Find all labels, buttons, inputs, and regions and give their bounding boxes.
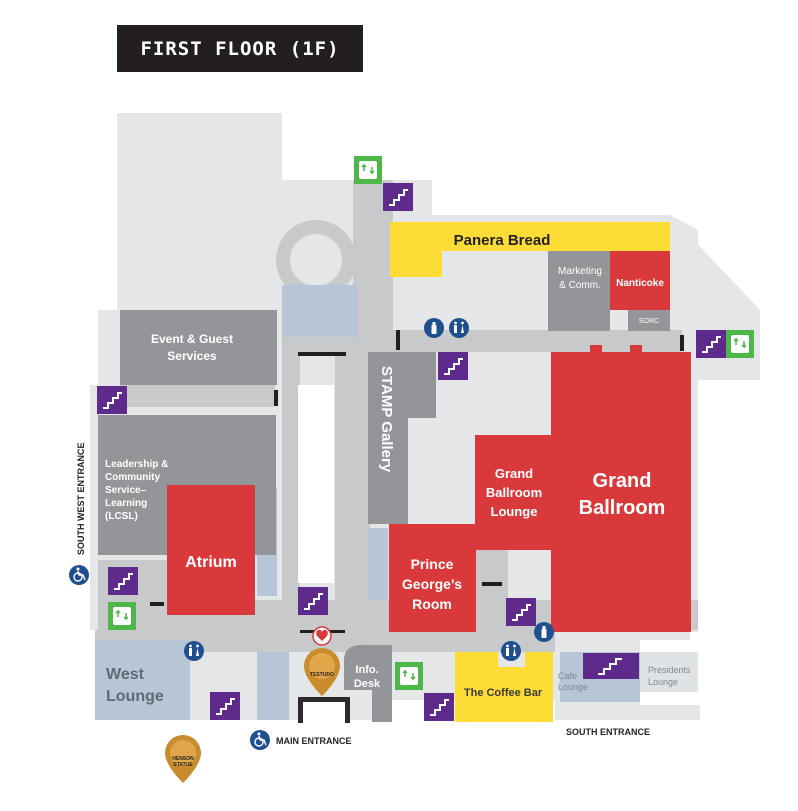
restroom-icon[interactable] (184, 641, 204, 661)
wheelchair-icon[interactable] (249, 729, 271, 751)
restroom-icon[interactable] (501, 641, 521, 661)
room-label: Nanticoke (616, 278, 664, 289)
atrium-opening (298, 385, 334, 583)
room-label: George’s (402, 576, 462, 592)
room-label: Event & Guest (151, 332, 233, 346)
floor-title: FIRST FLOOR (1F) (117, 25, 363, 72)
room-grand-ballroom[interactable]: Grand Ballroom (551, 345, 691, 632)
wheelchair-icon[interactable] (68, 564, 90, 586)
room-sorc[interactable]: SORC (628, 310, 670, 331)
room-coffee-bar[interactable]: The Coffee Bar (455, 652, 553, 722)
stairs-icon[interactable] (505, 597, 537, 627)
aed-heart-icon[interactable] (312, 626, 332, 646)
room-label: Learning (105, 498, 147, 509)
room-label: Grand (593, 470, 652, 492)
room-label: Atrium (185, 554, 237, 571)
room-label: Room (412, 596, 452, 612)
room-label: Lounge (491, 504, 538, 519)
room-panera-bread[interactable]: Panera Bread (390, 222, 670, 277)
room-label: Ballroom (579, 497, 666, 519)
room-marketing[interactable]: Marketing & Comm. (548, 251, 610, 331)
room-label: Lounge (648, 677, 678, 687)
room-label: STAMP Gallery (378, 366, 395, 473)
room-event-guest-services[interactable]: Event & Guest Services (120, 310, 277, 385)
room-cafe-lounge[interactable]: Cafe Lounge (558, 671, 588, 692)
room-label: Desk (354, 678, 381, 690)
elevator-icon[interactable] (725, 329, 755, 359)
stairs-icon[interactable] (107, 566, 139, 596)
pin-label: STATUE (173, 762, 193, 768)
room-west-lounge[interactable]: West Lounge (106, 666, 164, 705)
entrance-label: SOUTH WEST ENTRANCE (76, 443, 86, 556)
room-grand-ballroom-lounge[interactable]: Grand Ballroom Lounge (475, 435, 553, 550)
water-bottle-icon[interactable] (534, 622, 554, 642)
map-pin-icon[interactable]: HENSON STATUE (165, 735, 201, 783)
room-nanticoke[interactable]: Nanticoke (610, 251, 670, 310)
stairs-icon[interactable] (423, 692, 455, 722)
room-label: The Coffee Bar (464, 687, 543, 699)
room-label: Lounge (106, 688, 164, 705)
room-stamp-gallery[interactable]: STAMP Gallery (368, 352, 436, 524)
room-label: Panera Bread (454, 232, 551, 249)
room-label: Leadership & (105, 459, 168, 470)
pin-label: TESTUDO (310, 672, 334, 678)
stairs-icon[interactable] (209, 691, 241, 721)
stairs-icon[interactable] (437, 351, 469, 381)
room-label: (LCSL) (105, 511, 138, 522)
room-presidents-lounge[interactable]: Presidents Lounge (648, 665, 691, 687)
stairs-icon[interactable] (583, 653, 639, 679)
elevator-icon[interactable] (353, 155, 383, 185)
room-label: Cafe (558, 671, 577, 681)
room-label: Lounge (558, 682, 588, 692)
stairs-icon[interactable] (96, 385, 128, 415)
elevator-icon[interactable] (107, 601, 137, 631)
entrance-label: MAIN ENTRANCE (276, 736, 352, 746)
room-label: Prince (411, 556, 454, 572)
room-prince-georges[interactable]: Prince George’s Room (389, 524, 476, 632)
stairs-icon[interactable] (382, 182, 414, 212)
rotunda (276, 220, 356, 300)
stairs-icon[interactable] (297, 586, 329, 616)
room-label: West (106, 666, 145, 683)
water-bottle-icon[interactable] (424, 318, 444, 338)
restroom-icon[interactable] (449, 318, 469, 338)
room-label: SORC (639, 318, 659, 325)
pin-label: HENSON (172, 756, 194, 762)
room-atrium[interactable]: Atrium (167, 485, 255, 615)
room-label: & Comm. (559, 280, 601, 291)
room-label: Marketing (558, 266, 602, 277)
room-label: Service– (105, 485, 147, 496)
room-label: Grand (495, 466, 533, 481)
stairs-icon[interactable] (695, 329, 727, 359)
room-label: Presidents (648, 665, 691, 675)
map-pin-icon[interactable]: TESTUDO (304, 648, 340, 696)
room-label: Services (167, 349, 217, 363)
room-info-desk[interactable]: Info. Desk (344, 645, 392, 722)
room-label: Community (105, 472, 160, 483)
elevator-icon[interactable] (394, 661, 424, 691)
room-label: Info. (355, 664, 378, 676)
entrance-label: SOUTH ENTRANCE (566, 727, 650, 737)
room-label: Ballroom (486, 485, 542, 500)
